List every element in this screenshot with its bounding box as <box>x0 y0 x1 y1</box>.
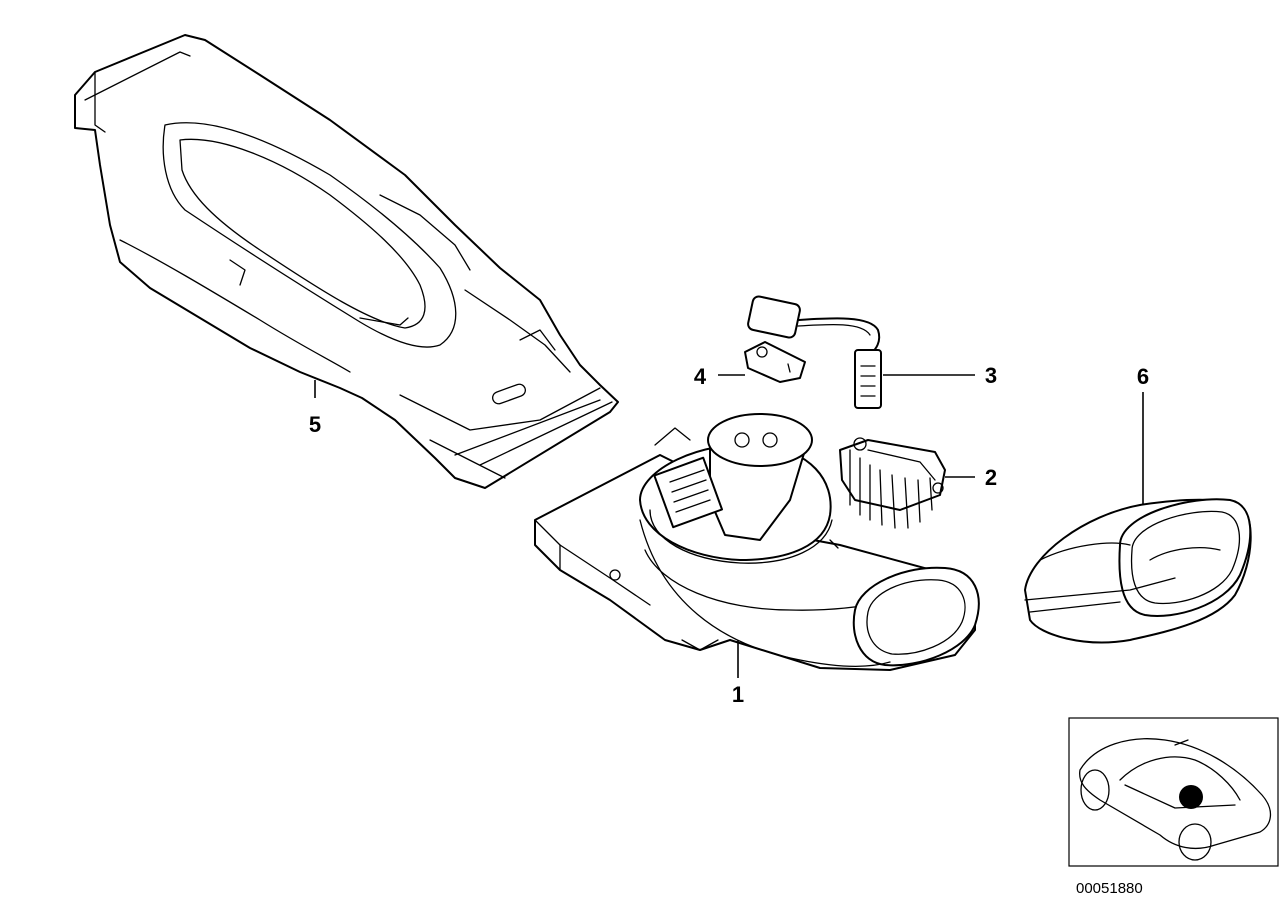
leader-lines <box>314 374 1144 678</box>
callout-5: 5 <box>309 412 321 437</box>
part-1-blower-housing[interactable] <box>534 413 980 671</box>
part-6-duct-adapter[interactable] <box>1024 498 1252 644</box>
vehicle-locator-inset <box>1068 717 1279 867</box>
callout-2: 2 <box>985 465 997 490</box>
part-4-bracket[interactable] <box>744 341 806 383</box>
part-3-cable-harness[interactable] <box>747 295 882 409</box>
callout-6: 6 <box>1137 364 1149 389</box>
callout-3: 3 <box>985 363 997 388</box>
callout-1: 1 <box>732 682 744 707</box>
diagram-number: 00051880 <box>1076 880 1143 897</box>
callout-4: 4 <box>694 364 707 389</box>
part-2-resistor[interactable] <box>839 437 946 529</box>
location-marker <box>1179 785 1203 809</box>
part-5-air-duct[interactable] <box>74 34 619 489</box>
